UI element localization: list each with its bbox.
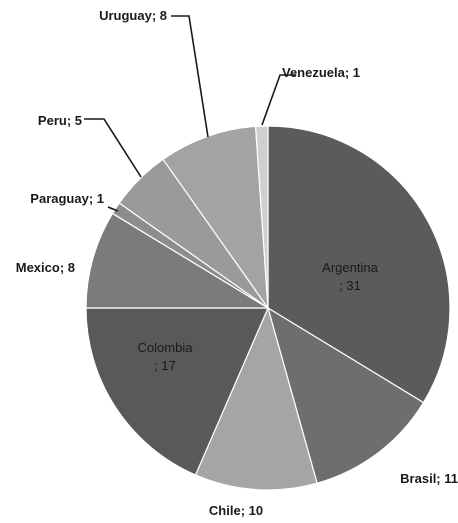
data-label-argentina: Argentina; 31	[322, 260, 378, 293]
pie-slice-brasil	[267, 306, 425, 484]
data-label-venezuela: Venezuela; 1	[282, 65, 360, 80]
data-label-peru: Peru; 5	[38, 113, 82, 128]
pie-slice-uruguay	[162, 125, 269, 311]
data-label-colombia: Colombia; 17	[138, 340, 194, 373]
pie-labels: Argentina; 31 Brasil; 11 Chile; 10 Colombia…	[16, 8, 458, 518]
data-label-mexico: Mexico; 8	[16, 260, 75, 275]
pie-slice-mexico	[85, 212, 271, 309]
leader-lines	[84, 15, 296, 212]
data-label-paraguay: Paraguay; 1	[30, 191, 104, 206]
pie-slice-venezuela	[254, 125, 269, 309]
data-label-uruguay: Uruguay; 8	[99, 8, 167, 23]
pie-slice-chile	[194, 306, 318, 491]
pie-slices	[85, 125, 451, 491]
leader-line-venezuela	[261, 74, 296, 126]
leader-line-peru	[84, 118, 142, 178]
data-label-brasil: Brasil; 11	[400, 471, 458, 486]
pie-slice-colombia	[85, 307, 269, 476]
leader-line-uruguay	[171, 15, 209, 138]
data-label-chile: Chile; 10	[209, 503, 263, 518]
leader-line-paraguay	[107, 206, 119, 212]
pie-slice-argentina	[267, 125, 451, 404]
